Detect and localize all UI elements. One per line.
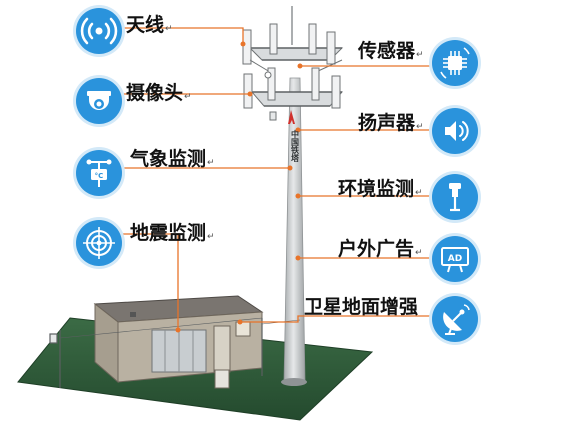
antenna-callout	[76, 8, 122, 54]
speaker-icon	[445, 121, 469, 141]
paragraph-mark: ↵	[184, 92, 192, 102]
paragraph-mark: ↵	[416, 122, 424, 132]
paragraph-mark: ↵	[207, 158, 215, 168]
speaker-callout	[432, 108, 478, 154]
weather-icon-text: °C	[95, 172, 104, 180]
environment-label: 环境监测↵	[338, 178, 423, 200]
paragraph-mark: ↵	[415, 248, 423, 258]
leader-satellite	[240, 315, 430, 323]
paragraph-mark: ↵	[165, 24, 173, 34]
upper-antenna-platform	[242, 23, 344, 73]
paragraph-mark: ↵	[416, 50, 424, 60]
dome-camera-icon	[87, 91, 111, 110]
speaker-label: 扬声器↵	[358, 112, 424, 134]
weather-label: 气象监测↵	[130, 148, 215, 170]
leader-lines	[122, 27, 430, 330]
ads-label: 户外广告↵	[338, 238, 423, 260]
sensor-chip-icon	[440, 47, 470, 79]
tower-logo	[288, 110, 295, 124]
weather-station-icon: °C	[86, 159, 112, 187]
ad-icon-text: AD	[448, 254, 462, 264]
satellite-callout	[432, 296, 478, 342]
weather-callout: °C	[76, 150, 122, 196]
antenna-label: 天线↵	[126, 14, 173, 36]
seismic-callout	[76, 220, 122, 266]
sensor-label: 传感器↵	[358, 40, 424, 62]
paragraph-mark: ↵	[207, 232, 215, 242]
seismic-label: 地震监测↵	[130, 222, 215, 244]
sensor-callout	[432, 40, 478, 86]
seismic-target-icon	[83, 227, 115, 259]
environment-probe-icon	[449, 183, 461, 212]
camera-callout	[76, 78, 122, 124]
environment-callout	[432, 174, 478, 220]
leader-seismic	[122, 233, 179, 330]
satellite-dish-icon	[443, 304, 470, 335]
paragraph-mark: ↵	[415, 188, 423, 198]
antenna-signal-icon	[80, 17, 118, 45]
ads-callout: AD	[432, 236, 478, 282]
ad-board-icon: AD	[441, 247, 469, 273]
leader-endpoints	[175, 41, 303, 333]
leader-antenna	[122, 27, 244, 44]
tower-brand-text: 中国铁塔	[290, 129, 300, 163]
camera-label: 摄像头↵	[126, 82, 192, 104]
tower-base	[281, 378, 307, 386]
lower-antenna-platform	[243, 67, 344, 121]
satellite-label: 卫星地面增强	[304, 296, 419, 318]
